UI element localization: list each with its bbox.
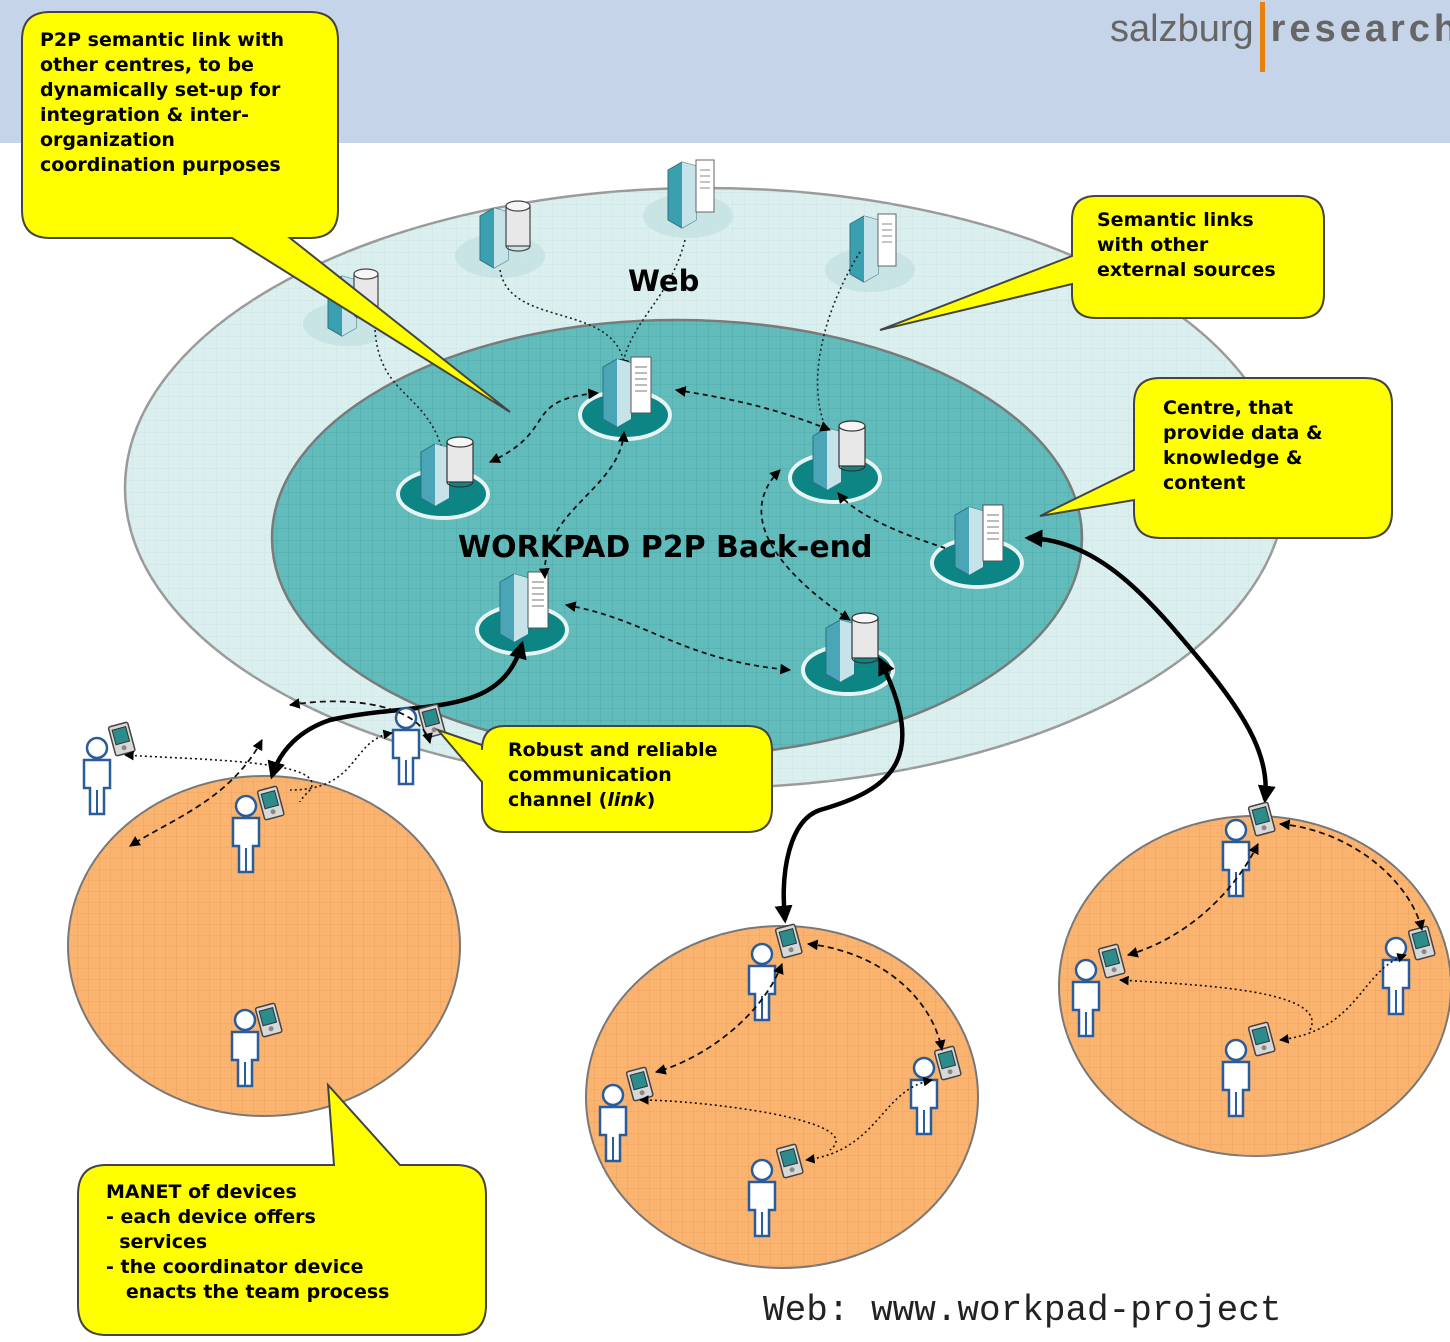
- callout-line: integration & inter-: [40, 104, 250, 126]
- manet-left-nodes: [82, 698, 447, 1088]
- callout-text-part: channel (: [508, 789, 608, 811]
- callout-manet-text: MANET of devices - each device offers se…: [106, 1180, 389, 1305]
- web-links: [374, 239, 861, 461]
- person-icon: [82, 736, 112, 816]
- backend-label: WORKPAD P2P Back-end: [458, 530, 873, 565]
- callout-centre: [1039, 377, 1393, 539]
- callout-italic-link: link: [607, 789, 647, 811]
- callout-line: dynamically set-up for: [40, 79, 281, 101]
- callout-line: - the coordinator device: [106, 1256, 364, 1278]
- callout-line: knowledge &: [1163, 447, 1303, 469]
- callout-robust-channel-text: Robust and reliable communication channe…: [508, 738, 717, 813]
- callout-line: with other: [1097, 234, 1209, 256]
- callout-line: content: [1163, 472, 1246, 494]
- salzburg-research-logo: salzburg research: [1110, 2, 1450, 78]
- callout-robust-channel: [434, 725, 773, 833]
- callout-line: coordination purposes: [40, 154, 281, 176]
- callout-line: other centres, to be: [40, 54, 254, 76]
- callout-semantic-links-text: Semantic links with other external sourc…: [1097, 208, 1276, 283]
- manet-middle-nodes: [598, 923, 963, 1238]
- callout-line: external sources: [1097, 259, 1276, 281]
- callout-line: Semantic links: [1097, 209, 1254, 231]
- callout-line: channel (link): [508, 788, 717, 813]
- callout-line: Robust and reliable: [508, 739, 718, 761]
- callout-manet: [77, 1082, 487, 1336]
- callout-centre-text: Centre, that provide data & knowledge & …: [1163, 396, 1323, 496]
- web-label: Web: [628, 264, 700, 298]
- person-icon: [391, 706, 421, 786]
- callout-semantic-links: [879, 195, 1325, 331]
- callout-line: enacts the team process: [106, 1281, 390, 1303]
- pda-icon: [107, 721, 137, 757]
- callout-line: organization: [40, 129, 175, 151]
- callout-line: Centre, that: [1163, 397, 1294, 419]
- logo-text-research: research: [1270, 8, 1450, 50]
- callout-line: services: [106, 1231, 208, 1253]
- callout-line: communication: [508, 764, 672, 786]
- callout-line: provide data &: [1163, 422, 1323, 444]
- logo-text-salzburg: salzburg: [1110, 8, 1254, 50]
- backend-links: [489, 386, 946, 675]
- manet-left: [67, 775, 461, 1117]
- logo-accent-bar: [1259, 2, 1265, 72]
- callout-line: - each device offers: [106, 1206, 316, 1228]
- manet-right-nodes: [1071, 801, 1437, 1118]
- callout-p2p-link-text: P2P semantic link with other centres, to…: [40, 28, 284, 178]
- callout-p2p-link: [21, 11, 511, 413]
- callout-line: P2P semantic link with: [40, 29, 284, 51]
- callout-line: MANET of devices: [106, 1181, 297, 1203]
- callout-text-part: ): [646, 789, 656, 811]
- footer-web-url[interactable]: Web: www.workpad-project: [763, 1290, 1282, 1331]
